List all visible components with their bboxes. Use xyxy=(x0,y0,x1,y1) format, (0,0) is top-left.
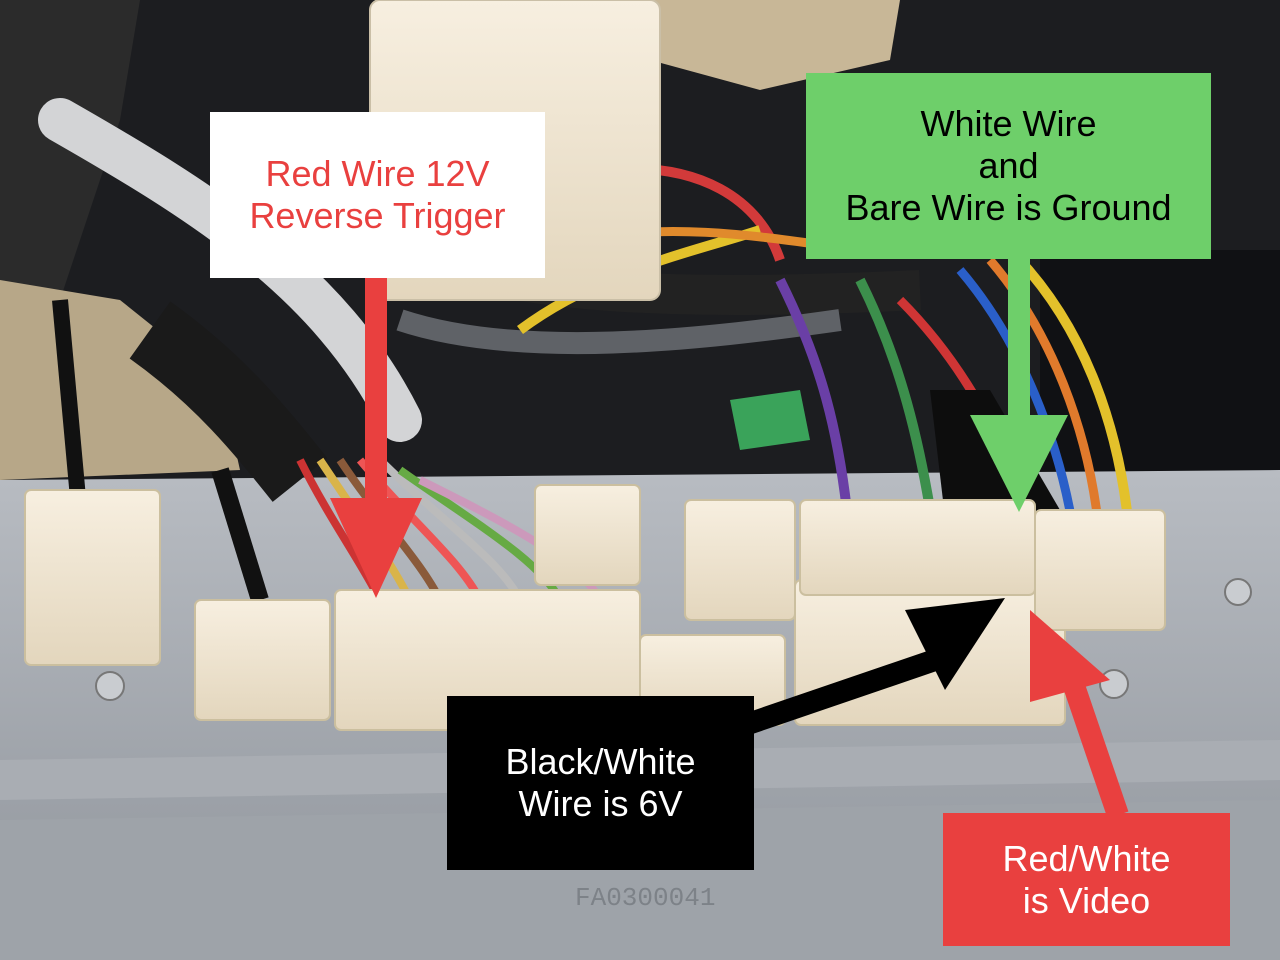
connector-upper-b xyxy=(684,499,796,621)
label-black-white-6v: Black/White Wire is 6V xyxy=(447,696,754,870)
label-line: Black/White xyxy=(505,741,696,782)
arrow-red-wire xyxy=(330,278,422,598)
connector-upper-d xyxy=(1034,509,1166,631)
screw xyxy=(1099,669,1129,699)
black-wire-2 xyxy=(211,467,269,603)
label-line: White Wire xyxy=(920,103,1097,144)
black-harness xyxy=(129,301,328,502)
arrow-black-white xyxy=(741,598,1005,736)
yellow-wire-2 xyxy=(1006,246,1135,541)
foam-left xyxy=(0,0,140,330)
connector-upper-a xyxy=(534,484,641,586)
label-red-wire-12v: Red Wire 12V Reverse Trigger xyxy=(210,112,545,278)
label-line: and xyxy=(978,145,1039,186)
connector-stamp: FA0300041 xyxy=(575,883,715,913)
label-line: Bare Wire is Ground xyxy=(845,187,1172,228)
label-line: Red/White xyxy=(1002,837,1171,879)
label-line: Red Wire 12V xyxy=(265,153,490,194)
connector-upper-c xyxy=(799,499,1036,596)
connector-left xyxy=(24,489,161,666)
arrow-white-wire xyxy=(970,258,1068,512)
screw xyxy=(1224,578,1252,606)
label-line: Wire is 6V xyxy=(518,783,683,824)
black-wire xyxy=(52,299,88,521)
connector-small xyxy=(194,599,331,721)
label-line: Reverse Trigger xyxy=(249,195,506,236)
screw xyxy=(95,671,125,701)
label-white-wire-ground: White Wire and Bare Wire is Ground xyxy=(806,73,1211,259)
green-sticker xyxy=(730,390,810,450)
label-line: is Video xyxy=(1022,879,1151,921)
right-dark-panel xyxy=(1040,250,1280,510)
arrow-red-white xyxy=(1030,610,1129,819)
grey-wire xyxy=(396,309,842,355)
label-red-white-video: Red/White is Video xyxy=(943,813,1230,946)
blue-wire xyxy=(956,267,1080,541)
foam-top-right xyxy=(640,0,900,90)
